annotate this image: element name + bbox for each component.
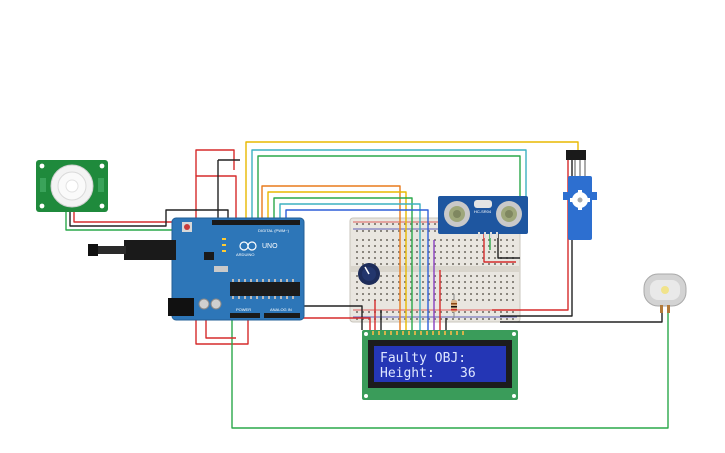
wire-green-ultrasonic xyxy=(257,155,521,222)
lcd-16x2-display[interactable]: Faulty OBJ: Height: 36 xyxy=(362,330,518,400)
power-header-label: POWER xyxy=(236,307,251,312)
arduino-uno-board[interactable]: UNO ARDUINO DIGITAL (PWM~) POWER ANALOG … xyxy=(88,217,305,321)
lcd-line-2-value: 36 xyxy=(460,366,476,381)
dc-motor[interactable] xyxy=(643,273,687,313)
wire-green-pir xyxy=(65,212,224,231)
wire-orange-2 xyxy=(267,191,407,240)
usb-port xyxy=(124,240,176,260)
wire-motor-green xyxy=(231,260,669,429)
ultrasonic-sensor[interactable]: HC-SR04 xyxy=(438,196,528,238)
uno-label: UNO xyxy=(262,243,278,250)
power-jack xyxy=(168,298,194,316)
digital-header-label: DIGITAL (PWM~) xyxy=(258,228,290,233)
digital-header xyxy=(212,220,300,225)
wire-teal-ultrasonic xyxy=(251,149,527,222)
wire-black-pir xyxy=(69,209,229,227)
wire-ultrasonic-vcc xyxy=(483,232,516,263)
wire-motor-black xyxy=(500,312,663,323)
wire-red-top xyxy=(195,149,235,176)
power-header xyxy=(230,313,260,318)
wire-green-2 xyxy=(273,197,413,240)
wire-orange-1 xyxy=(261,185,401,240)
arduino-logo xyxy=(239,241,257,251)
servo-motor[interactable] xyxy=(563,150,597,240)
arduino-brand-label: ARDUINO xyxy=(236,252,254,257)
wire-black-board-gnd xyxy=(290,305,363,330)
lcd-line-2-label: Height: xyxy=(380,366,435,381)
analog-header xyxy=(264,313,300,318)
atmega-chip xyxy=(230,282,300,296)
analog-header-label: ANALOG IN xyxy=(270,307,292,312)
lcd-screen xyxy=(374,346,506,382)
wire-blue-2 xyxy=(285,209,429,240)
wire-teal-2 xyxy=(279,203,421,240)
resistor xyxy=(451,294,457,318)
wire-ultrasonic-gnd xyxy=(497,232,520,259)
pir-motion-sensor[interactable] xyxy=(36,160,108,212)
wire-red-pir xyxy=(73,212,190,223)
lcd-line-1: Faulty OBJ: xyxy=(380,351,466,366)
ultrasonic-model-label: HC-SR04 xyxy=(474,209,492,214)
wiring xyxy=(65,141,669,429)
potentiometer[interactable] xyxy=(358,263,380,285)
